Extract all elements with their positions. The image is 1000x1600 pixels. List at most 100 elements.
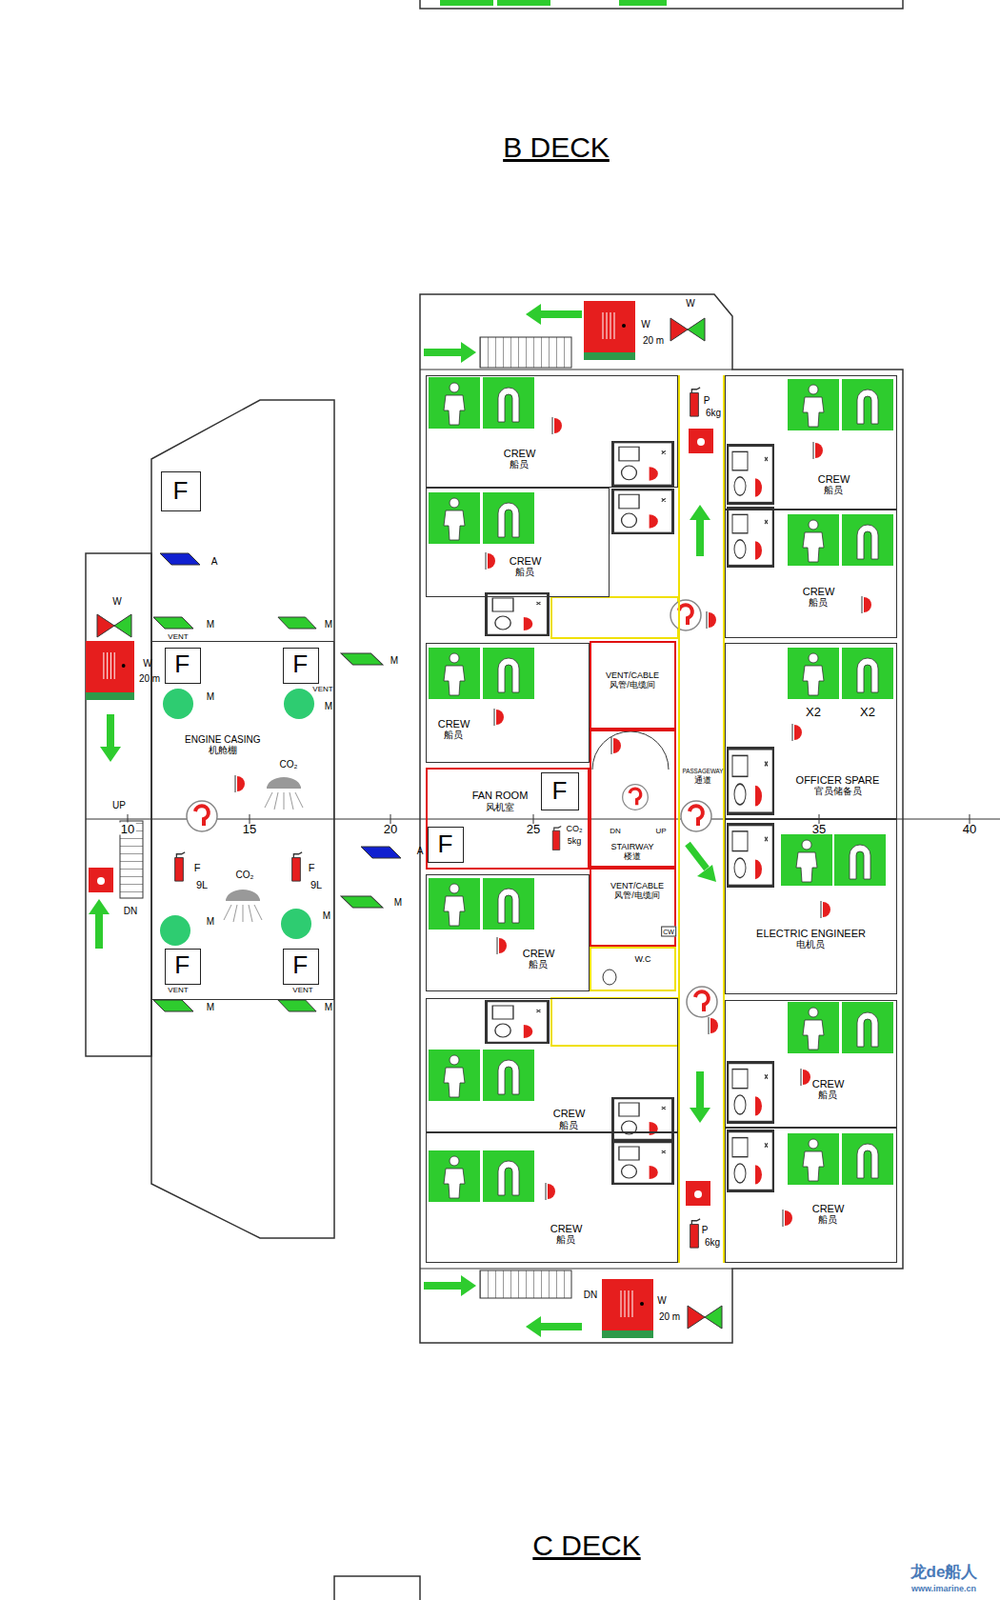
life-saving-signs-part [787, 379, 840, 431]
cabin-room: CREW船员 [425, 998, 679, 1133]
room-label: 船员 [808, 597, 828, 609]
room-label: CREW [509, 554, 542, 567]
deck-title: B DECK [502, 133, 610, 162]
life-saving-signs-part [787, 1001, 840, 1054]
page-edges-part [619, 0, 667, 6]
plan-label: W [685, 299, 695, 309]
room-label: 风管/电缆间 [614, 890, 660, 900]
room-label: ENGINE CASING [184, 733, 260, 745]
node-text-group: CREW船员 [812, 1201, 845, 1225]
sanitary-units-part [727, 507, 774, 566]
node-text-group: FAN ROOM风机室 [472, 789, 529, 813]
escape-arrows-part [525, 1316, 541, 1338]
room-label: 机舱棚 [208, 744, 238, 757]
room-label: 船员 [443, 729, 463, 741]
room-label: 楼道 [623, 851, 641, 861]
life-saving-signs-part [482, 1150, 535, 1202]
node-text-group: VENT/CABLE风管/电缆间 [610, 880, 664, 901]
life-saving-signs-part [428, 492, 480, 544]
escape-arrows-part [687, 843, 707, 869]
escape-arrows-part [100, 746, 121, 762]
plan-label: 6kg [705, 408, 721, 419]
plan-label: X2 [860, 705, 876, 719]
life-saving-signs-part [482, 647, 535, 700]
room-label: PASSAGEWAY [682, 766, 724, 776]
cabin-room: CREW船员 [425, 487, 610, 598]
escape-arrows-part [460, 341, 477, 363]
room-label: 风管/电缆间 [609, 680, 656, 690]
plan-label: CO₂ [566, 824, 583, 834]
plan-label: CO₂ [280, 760, 299, 770]
sanitary-units [485, 441, 774, 1192]
plan-label: M [390, 656, 399, 666]
node-text-group: F [174, 951, 190, 980]
plan-label: 20 m [139, 674, 160, 684]
fire-equipment-part [708, 1017, 719, 1035]
room-label: CREW [550, 1221, 583, 1235]
plan-label: VENT [167, 633, 188, 641]
plan-label: 20 m [659, 1312, 680, 1322]
sanitary-units-part [612, 1098, 673, 1140]
fire-damper-box: F [540, 772, 580, 811]
fire-equipment-part [494, 708, 504, 726]
fire-equipment-part [283, 688, 315, 720]
room-label: 风机室 [485, 801, 515, 814]
room-label: VENT/CABLE [605, 670, 660, 680]
fire-equipment-part [820, 900, 831, 919]
room-label: 船员 [515, 566, 535, 579]
sanitary-units-part [612, 489, 673, 534]
fire-equipment-part [622, 784, 649, 811]
node-text-group: CREW船员 [503, 446, 537, 470]
node-text-group: CREW船员 [509, 554, 542, 578]
watermark: 龙de船人 [910, 1563, 979, 1580]
plan-label: DN [123, 906, 138, 917]
escape-arrows [88, 303, 717, 1338]
room-label: W.C [635, 954, 652, 964]
plan-label: DN [583, 1290, 598, 1300]
engine-casing: ENGINE CASING机舱棚FFFF [151, 640, 335, 1000]
room-label: CREW [818, 472, 851, 485]
sanitary-units-part [485, 1000, 548, 1043]
fire-equipment-part [292, 852, 303, 881]
plan-label: 6kg [704, 1238, 720, 1248]
node-text-group: F [174, 650, 190, 680]
plan-label: UP [655, 827, 666, 836]
plan-label: 20 m [642, 336, 664, 346]
plan-label: UP [112, 800, 126, 811]
room-label: CREW [553, 1107, 586, 1120]
page-edges-part [334, 1576, 420, 1600]
fire-equipment-part [280, 908, 312, 940]
node-text-group: CREW船员 [802, 584, 836, 608]
life-saving-signs-part [841, 647, 894, 700]
deck-walls-part [480, 337, 572, 368]
plan-label: 5kg [567, 837, 582, 846]
fire-equipment-part [686, 986, 718, 1018]
fire-zone-room: VENT/CABLE风管/电缆间 [589, 640, 677, 730]
frame-number: 25 [526, 822, 540, 836]
page-edges-part [440, 0, 494, 6]
cabin-room: CREW船员 [425, 375, 679, 488]
plan-label: X2 [805, 705, 821, 719]
fire-zone-room: FAN ROOM风机室 F F [425, 767, 590, 870]
vent-symbols-part [278, 617, 317, 629]
wc-room: W.C [589, 946, 677, 992]
sanitary-units-part [602, 969, 617, 985]
plan-label: W [657, 1296, 666, 1306]
node-text-group: F [438, 830, 454, 860]
cabin-room: CREW船员 [724, 375, 898, 510]
plan-label: F [308, 862, 316, 874]
deck-walls-part [420, 368, 733, 370]
plan-label: 9L [196, 880, 208, 891]
plan-label: CO₂ [236, 870, 255, 880]
fire-equipment-part [687, 1305, 722, 1329]
plan-label: A [417, 846, 424, 857]
room-label: OFFICER SPARE [796, 773, 880, 786]
life-saving-signs-part [428, 1150, 480, 1202]
fire-equipment-part [264, 792, 303, 810]
deck-walls-part [592, 731, 669, 770]
room-label: CREW [503, 446, 537, 460]
plan-label: W [112, 597, 121, 607]
escape-arrows-part [689, 504, 711, 520]
plan-label: 9L [310, 880, 322, 891]
